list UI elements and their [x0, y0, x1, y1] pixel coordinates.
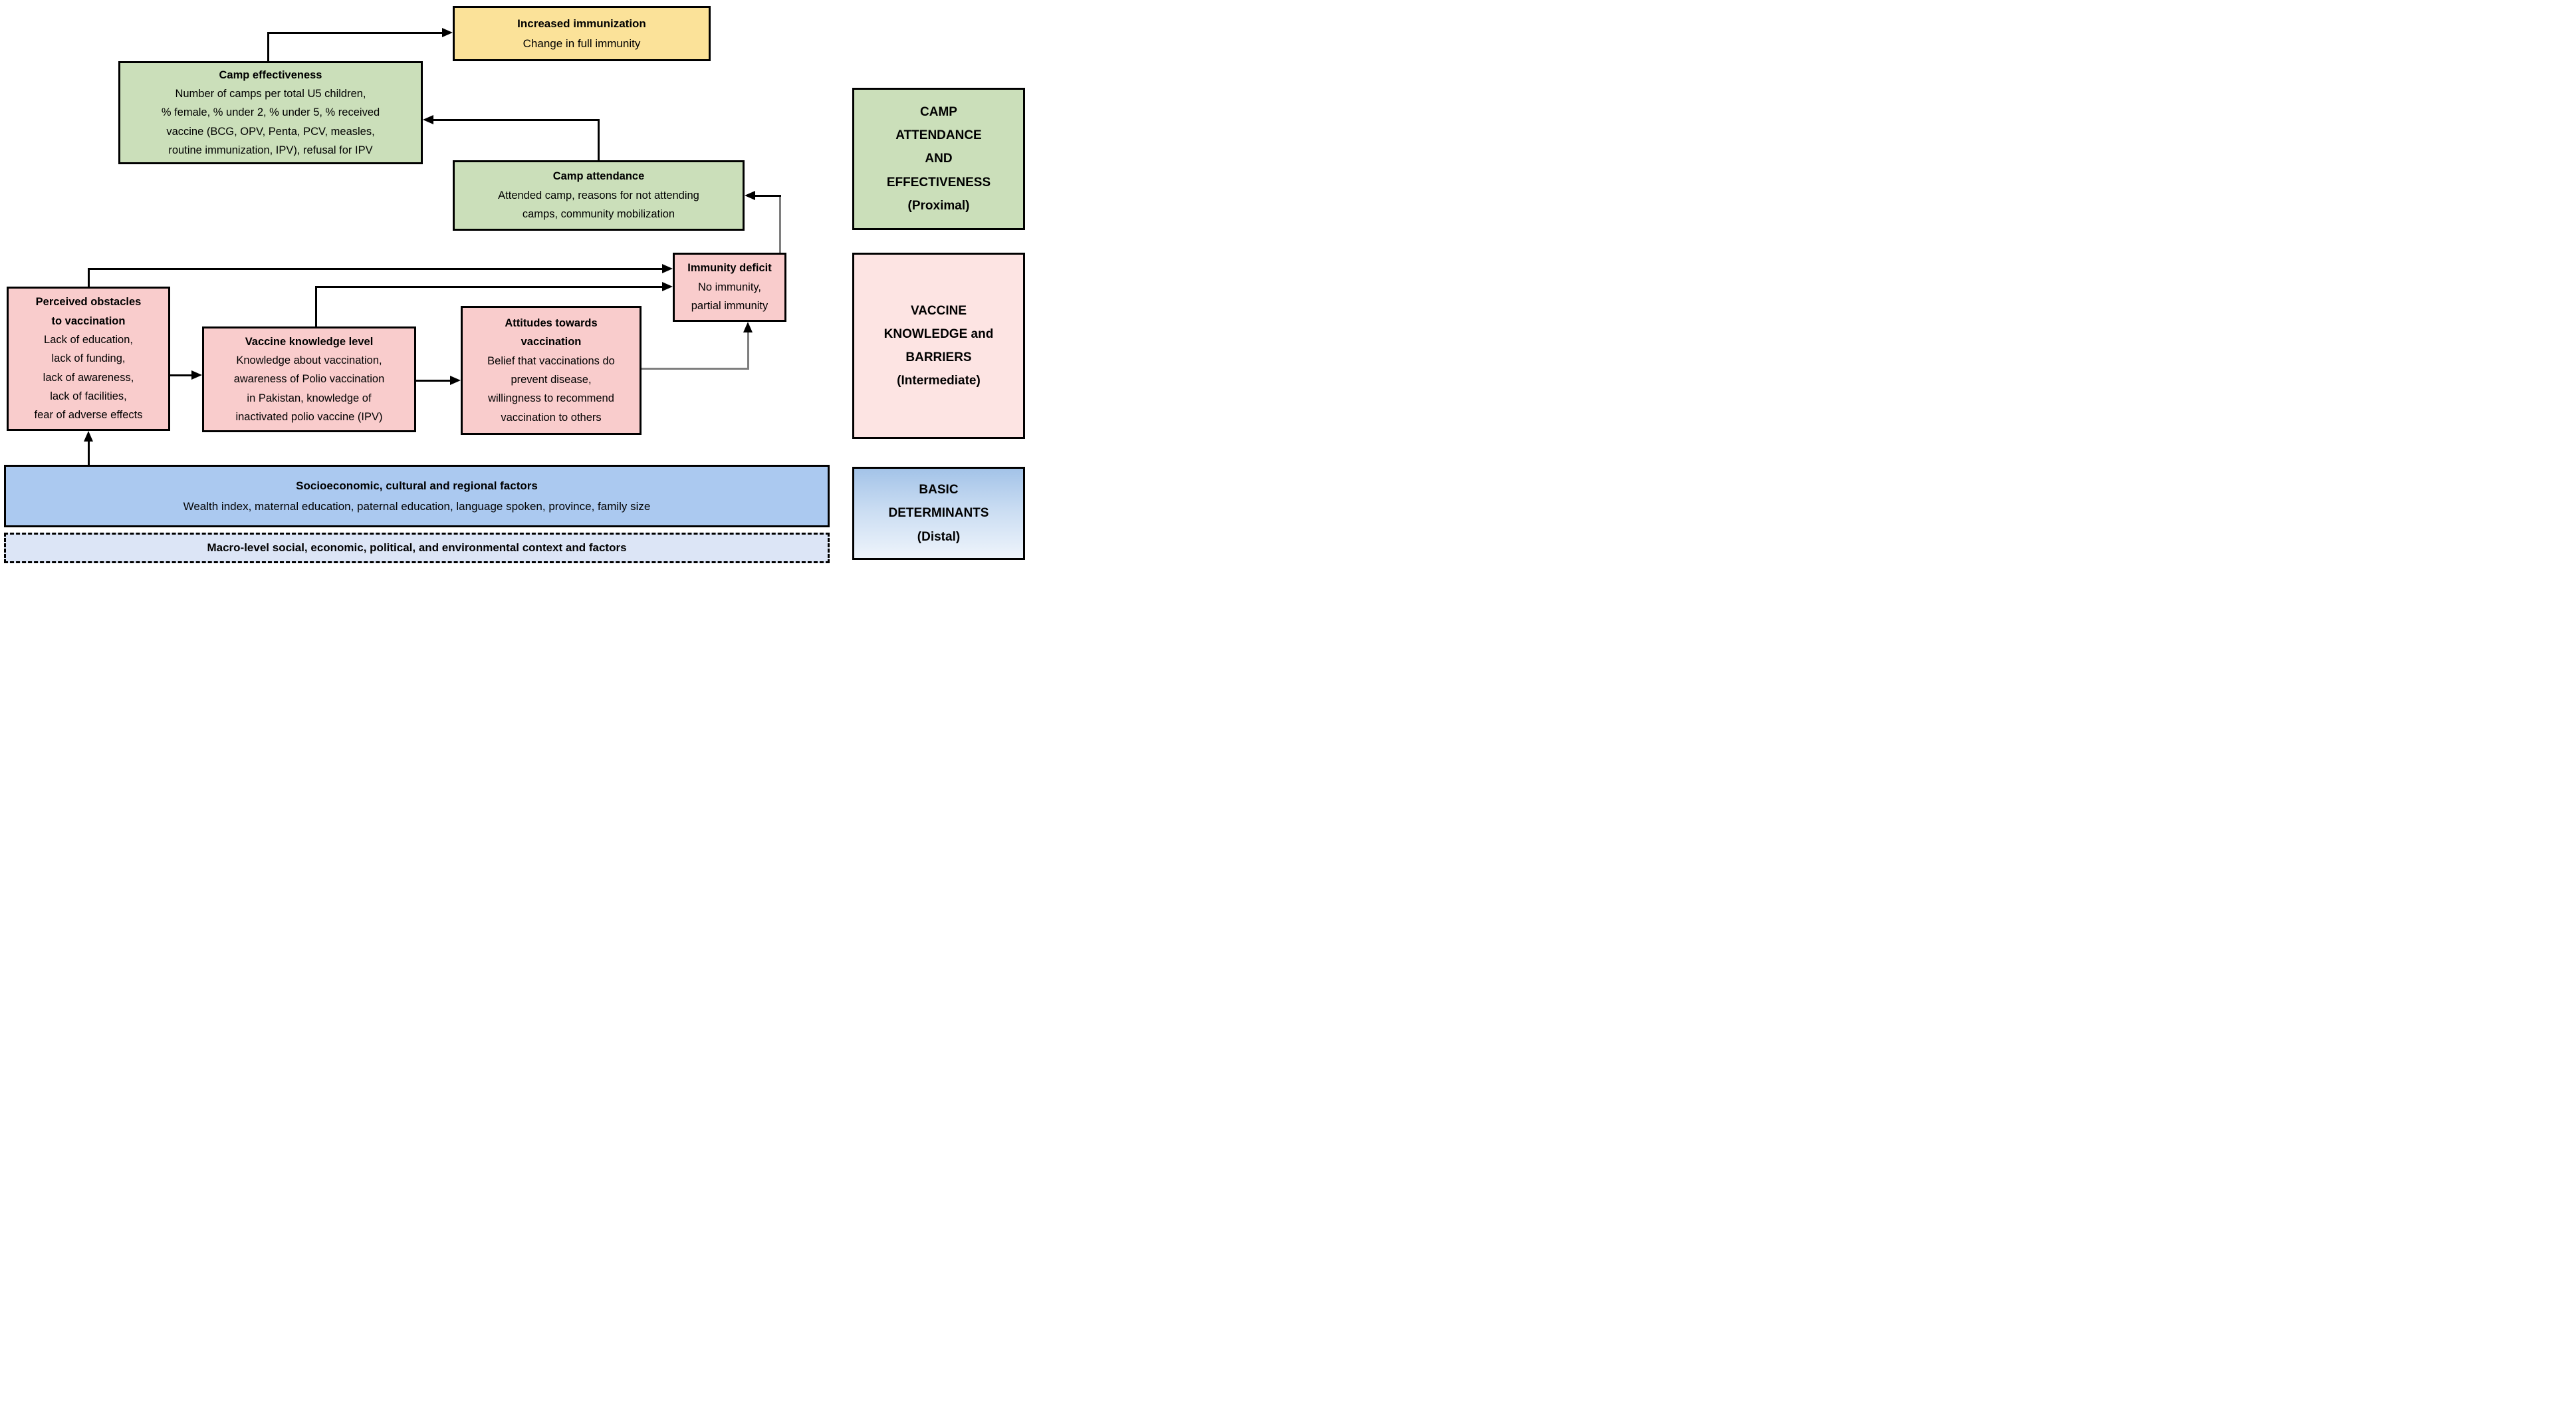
arrowhead-into-immunity-deficit-lower-icon: [662, 282, 673, 291]
arrowhead-into-vaccine-knowledge-icon: [191, 370, 202, 380]
box-perceived-obstacles: Perceived obstacles to vaccination Lack …: [7, 287, 170, 431]
box-macro-level-context: Macro-level social, economic, political,…: [4, 533, 830, 563]
connector-campeff-to-immunization-horizontal: [267, 32, 443, 34]
connector-obstacles-to-knowledge: [170, 374, 191, 376]
connector-immunity-to-campatt-horizontal: [755, 195, 781, 197]
box-attitudes-towards-vaccination: Attitudes towards vaccination Belief tha…: [461, 306, 642, 435]
stage-label-text: VACCINE KNOWLEDGE and BARRIERS (Intermed…: [883, 303, 994, 388]
box-camp-attendance: Camp attendance Attended camp, reasons f…: [453, 160, 745, 231]
arrowhead-into-camp-attendance-icon: [745, 191, 755, 200]
box-body: Knowledge about vaccination, awareness o…: [233, 354, 385, 424]
box-body: Lack of education, lack of funding, lack…: [34, 333, 143, 422]
stage-label-proximal: CAMP ATTENDANCE AND EFFECTIVENESS (Proxi…: [852, 88, 1025, 230]
box-title: Increased immunization: [517, 17, 646, 30]
arrowhead-into-immunity-deficit-bottom-icon: [743, 322, 753, 332]
connector-campeff-to-immunization-vertical: [267, 33, 269, 61]
arrowhead-into-camp-effectiveness-icon: [423, 115, 433, 124]
connector-attitudes-to-immunity-vertical: [747, 332, 749, 369]
box-body: Change in full immunity: [523, 37, 641, 50]
connector-knowledge-to-attitudes: [416, 380, 450, 382]
stage-label-text: CAMP ATTENDANCE AND EFFECTIVENESS (Proxi…: [886, 105, 991, 213]
arrowhead-into-perceived-obstacles-icon: [84, 431, 93, 442]
stage-label-distal: BASIC DETERMINANTS (Distal): [852, 467, 1025, 560]
connector-campatt-to-campeff-horizontal: [433, 119, 600, 121]
connector-knowledge-to-immunity-vertical: [315, 287, 317, 326]
box-title: Socioeconomic, cultural and regional fac…: [296, 479, 538, 492]
box-immunity-deficit: Immunity deficit No immunity, partial im…: [673, 253, 786, 322]
connector-campatt-to-campeff-vertical: [598, 120, 600, 160]
connector-immunity-to-campatt-vertical: [779, 195, 781, 253]
box-body: Wealth index, maternal education, patern…: [183, 500, 651, 513]
box-socioeconomic-factors: Socioeconomic, cultural and regional fac…: [4, 465, 830, 527]
box-body: Belief that vaccinations do prevent dise…: [487, 354, 615, 424]
connector-knowledge-to-immunity-horizontal: [315, 286, 662, 288]
box-title: Perceived obstacles to vaccination: [35, 296, 142, 327]
box-title: Immunity deficit: [687, 262, 772, 275]
connector-attitudes-to-immunity-horizontal: [642, 368, 749, 370]
box-increased-immunization: Increased immunization Change in full im…: [453, 6, 711, 61]
connector-socio-to-obstacles-vertical: [88, 442, 90, 465]
box-title: Macro-level social, economic, political,…: [207, 541, 627, 555]
box-body: Attended camp, reasons for not attending…: [498, 189, 699, 221]
stage-label-intermediate: VACCINE KNOWLEDGE and BARRIERS (Intermed…: [852, 253, 1025, 439]
connector-obstacles-to-immunity-vertical: [88, 269, 90, 287]
box-vaccine-knowledge-level: Vaccine knowledge level Knowledge about …: [202, 326, 416, 432]
connector-obstacles-to-immunity-horizontal: [88, 268, 662, 270]
box-title: Camp effectiveness: [219, 68, 322, 81]
box-title: Attitudes towards vaccination: [505, 317, 598, 348]
stage-label-text: BASIC DETERMINANTS (Distal): [888, 483, 989, 544]
conceptual-framework-diagram: Increased immunization Change in full im…: [0, 0, 1030, 570]
box-title: Camp attendance: [552, 170, 645, 183]
box-title: Vaccine knowledge level: [245, 335, 374, 348]
box-camp-effectiveness: Camp effectiveness Number of camps per t…: [118, 61, 423, 164]
arrowhead-into-increased-immunization-icon: [442, 28, 453, 37]
arrowhead-into-immunity-deficit-upper-icon: [662, 264, 673, 273]
box-body: Number of camps per total U5 children, %…: [161, 87, 380, 157]
box-body: No immunity, partial immunity: [691, 281, 768, 313]
arrowhead-into-attitudes-icon: [450, 376, 461, 385]
